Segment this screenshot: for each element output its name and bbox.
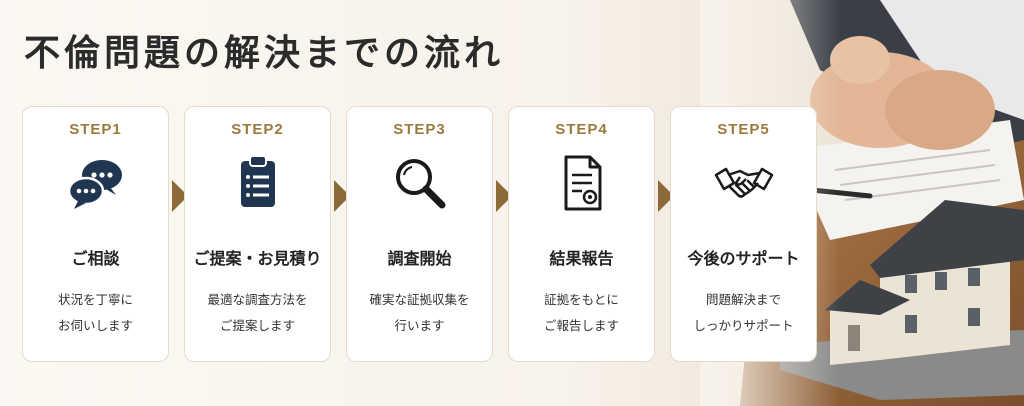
step-description: 確実な証拠収集を 行います — [369, 292, 470, 333]
steps-list: STEP1 ご相談 状況を丁寧に お伺いします STEP2 — [22, 106, 822, 362]
step-card-5: STEP5 今後のサポート 問題解決まで しっかりサポート — [670, 106, 817, 362]
step-description: 問題解決まで しっかりサポート — [693, 292, 794, 333]
arrow-right-icon — [658, 180, 674, 212]
page-title: 不倫問題の解決までの流れ — [24, 32, 505, 74]
step-label: STEP2 — [231, 121, 284, 138]
step-name: ご相談 — [71, 249, 120, 268]
report-document-icon — [564, 155, 602, 211]
arrow-right-icon — [172, 180, 188, 212]
step-name: 今後のサポート — [687, 249, 800, 268]
step-name: 調査開始 — [387, 249, 452, 268]
step-name: 結果報告 — [549, 249, 614, 268]
magnifier-icon — [396, 159, 446, 209]
step-name: ご提案・お見積り — [193, 249, 322, 268]
clipboard-icon — [241, 155, 275, 207]
handshake-icon — [714, 167, 774, 198]
step-card-3: STEP3 調査開始 確実な証拠収集を 行います — [346, 106, 493, 362]
step-label: STEP4 — [555, 121, 608, 138]
step-label: STEP1 — [69, 121, 122, 138]
step-description: 状況を丁寧に お伺いします — [57, 292, 133, 333]
step-card-2: STEP2 ご提案・お見積り 最適な調査方法を ご提案します — [184, 106, 331, 362]
step-description: 最適な調査方法を ご提案します — [207, 292, 308, 333]
step-card-4: STEP4 結果報告 証拠をもとに ご報告します — [508, 106, 655, 362]
chat-bubbles-icon — [67, 160, 122, 209]
arrow-right-icon — [334, 180, 350, 212]
step-label: STEP5 — [717, 121, 770, 138]
arrow-right-icon — [496, 180, 512, 212]
step-label: STEP3 — [393, 121, 446, 138]
step-card-1: STEP1 ご相談 状況を丁寧に お伺いします — [22, 106, 169, 362]
step-description: 証拠をもとに ご報告します — [543, 292, 619, 333]
